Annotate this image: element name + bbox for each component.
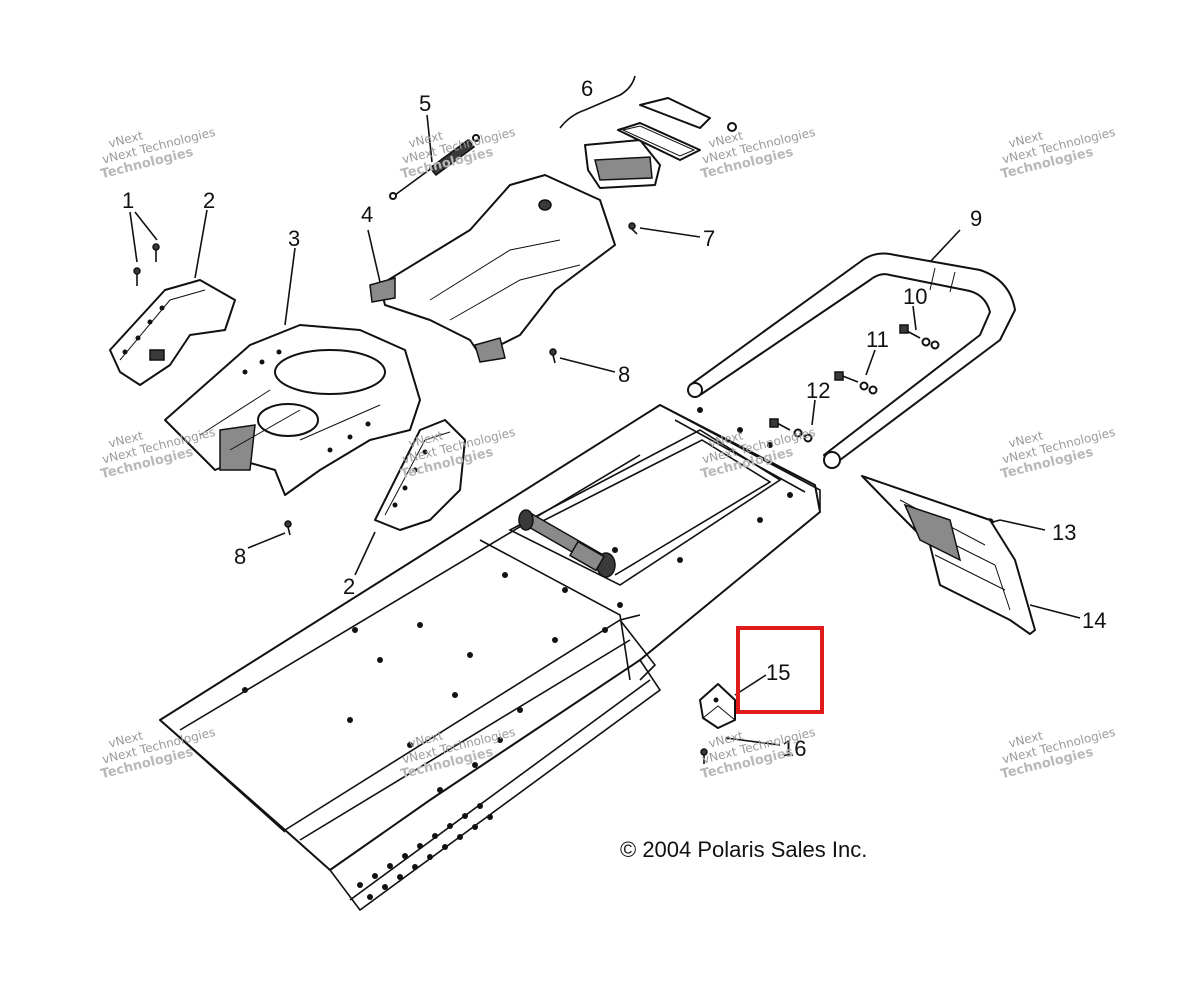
gas-strut — [389, 134, 480, 200]
callout-8: 8 — [618, 362, 630, 387]
callout-2: 2 — [203, 188, 215, 213]
callout-15: 15 — [766, 660, 790, 685]
callout-1: 1 — [122, 188, 134, 213]
leader-lines — [129, 114, 1081, 746]
callout-2-lower: 2 — [343, 574, 355, 599]
callout-13: 13 — [1052, 520, 1076, 545]
callout-6: 6 — [581, 76, 593, 101]
tail-section — [369, 174, 616, 363]
callout-9: 9 — [970, 206, 982, 231]
callout-3: 3 — [288, 226, 300, 251]
callout-7: 7 — [703, 226, 715, 251]
tunnel — [159, 404, 821, 912]
callout-14: 14 — [1082, 608, 1106, 633]
bracket — [699, 683, 736, 729]
tail-light — [559, 75, 737, 189]
callout-12: 12 — [806, 378, 830, 403]
snow-flap — [861, 475, 1036, 635]
callout-10: 10 — [903, 284, 927, 309]
side-panel-right — [374, 419, 466, 531]
seat-base — [164, 324, 421, 496]
highlight-box — [736, 626, 824, 714]
callouts: 1 2 3 4 5 6 7 8 9 10 11 12 13 14 15 16 8… — [122, 76, 1106, 761]
callout-4: 4 — [361, 202, 373, 227]
copyright-text: © 2004 Polaris Sales Inc. — [620, 837, 867, 862]
callout-11: 11 — [866, 327, 889, 352]
callout-16: 16 — [782, 736, 806, 761]
side-panel-left — [109, 279, 236, 386]
grab-bar — [687, 252, 1016, 469]
callout-5: 5 — [419, 91, 431, 116]
callout-8-lower: 8 — [234, 544, 246, 569]
